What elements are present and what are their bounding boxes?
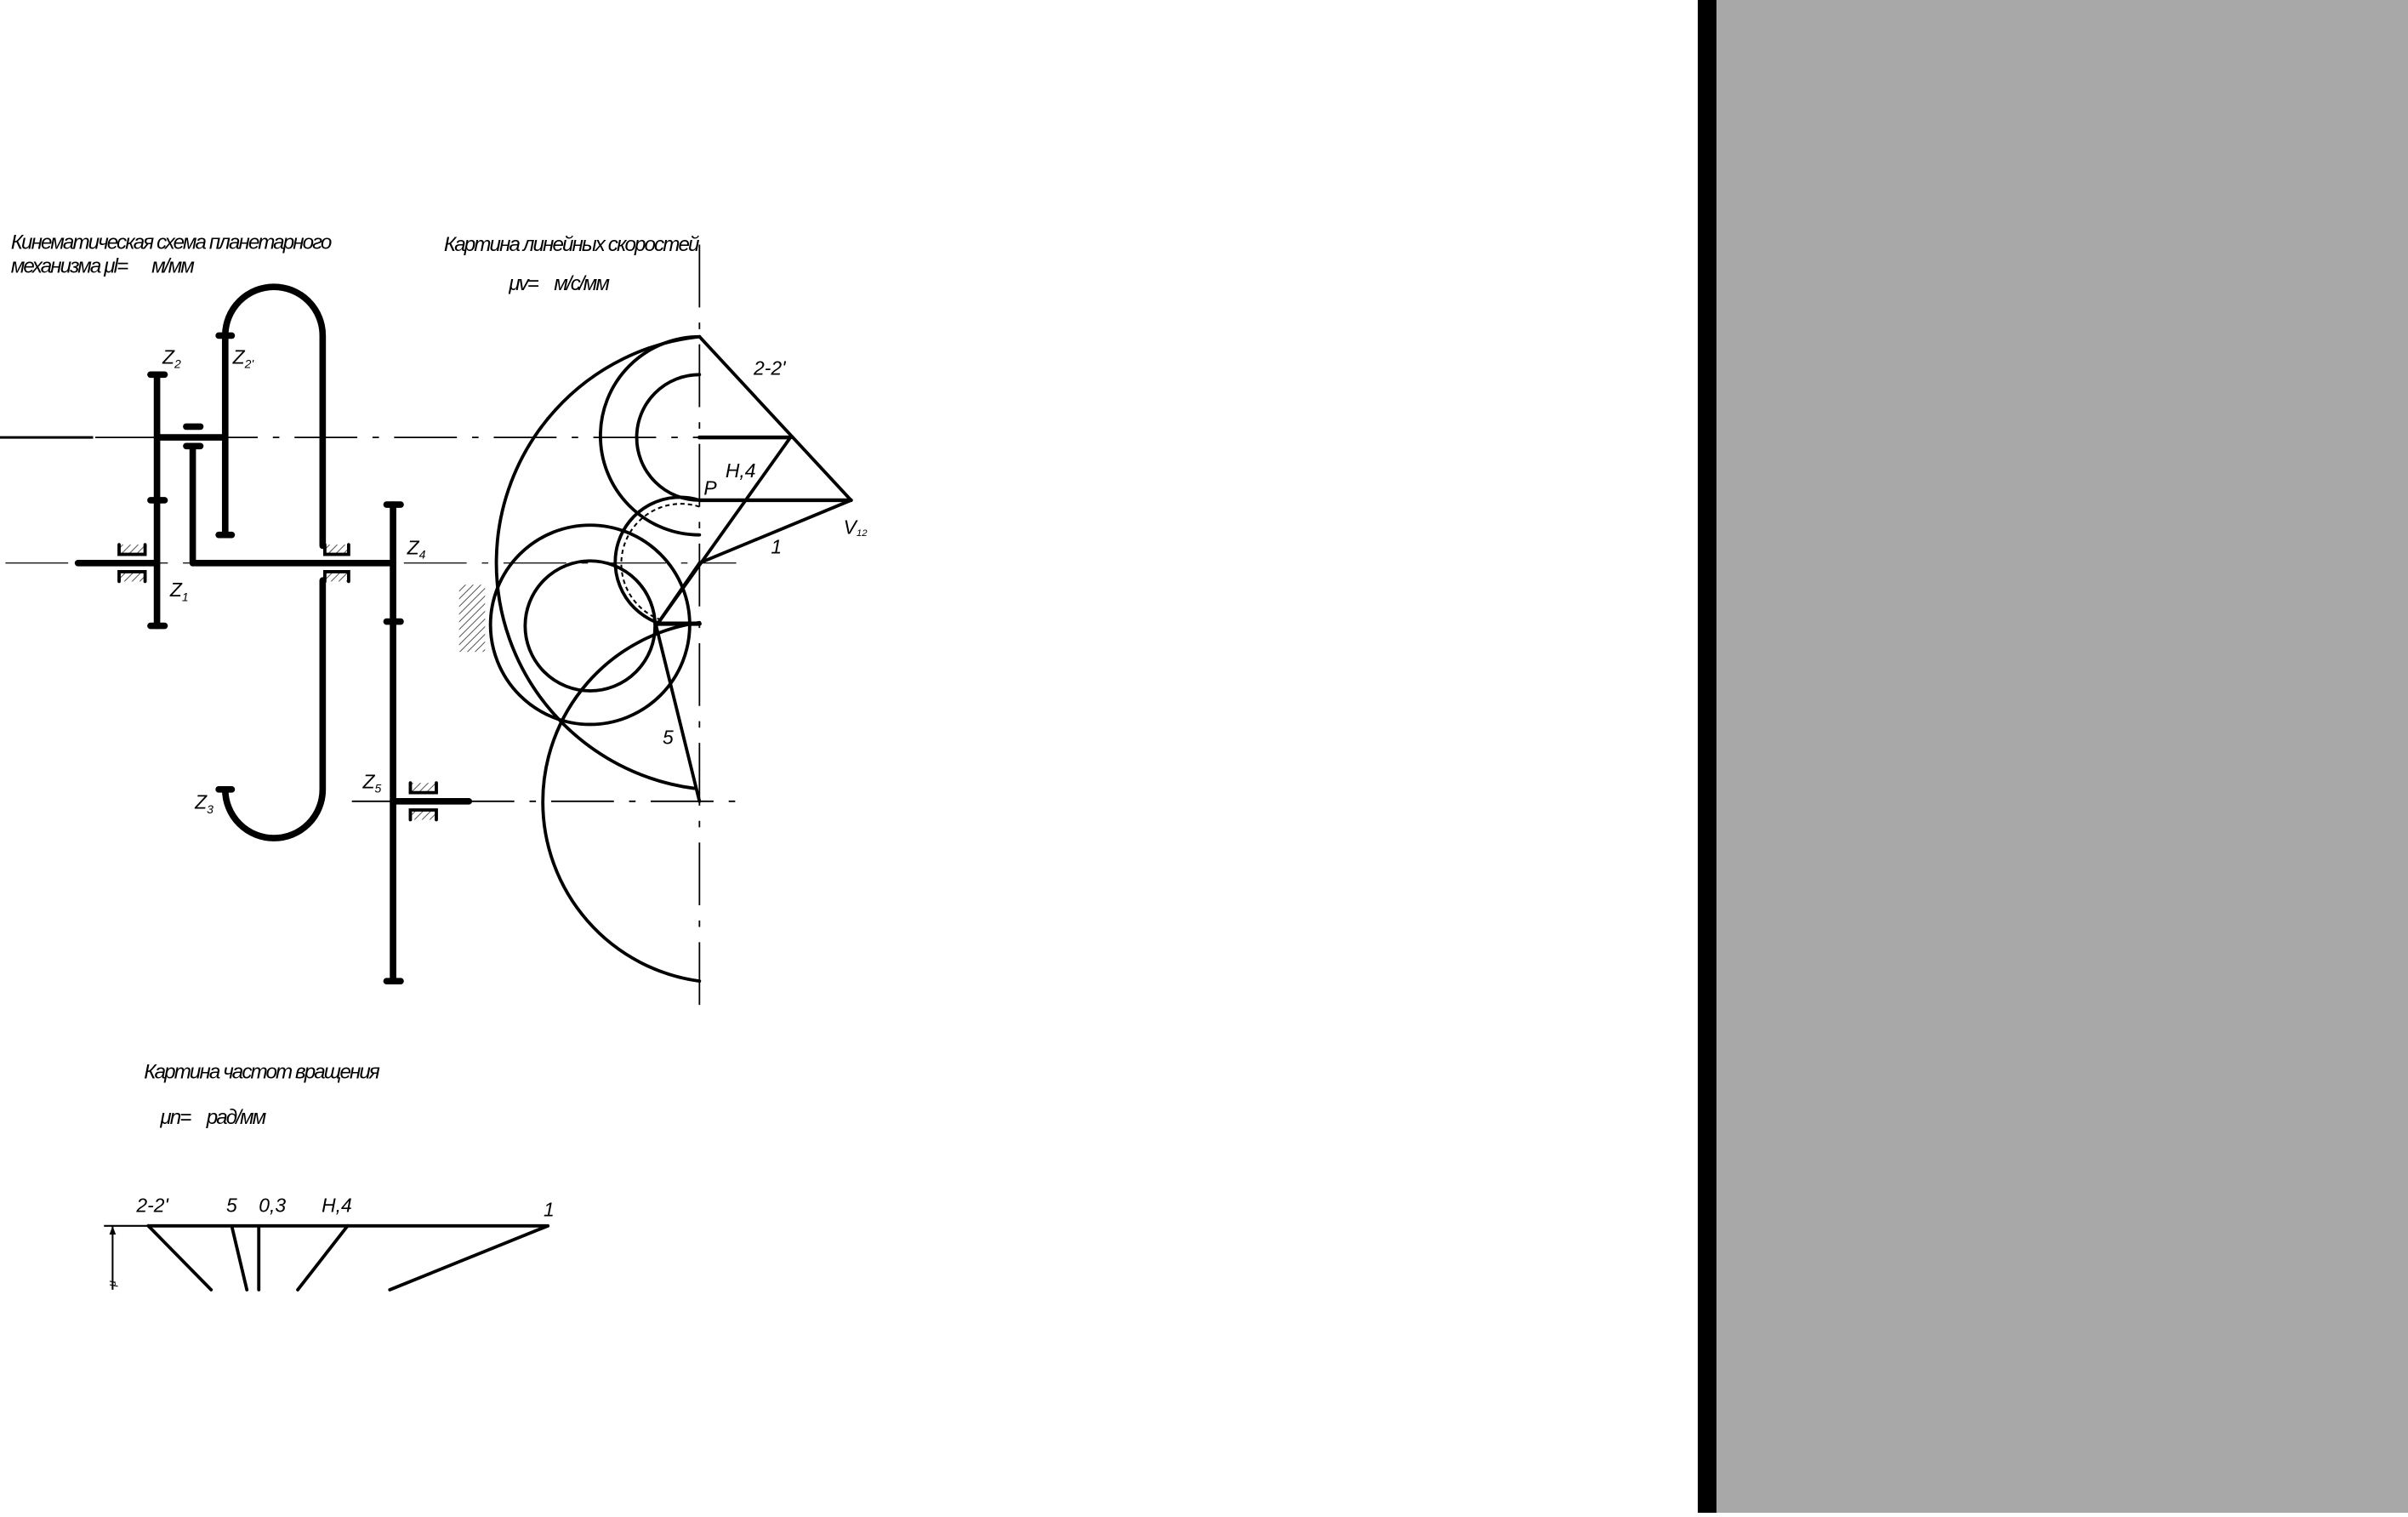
- drawing-sheet: Кинематическая схема планетарного механи…: [0, 231, 868, 1292]
- label-f-h4: H,4: [322, 1194, 352, 1216]
- engineering-drawing: Кинематическая схема планетарного механи…: [0, 231, 868, 1292]
- label-f-22: 2-2': [135, 1194, 169, 1216]
- label-f-mu: μ: [105, 1280, 118, 1287]
- bearing-right: [408, 781, 438, 822]
- label-f-1: 1: [544, 1198, 555, 1220]
- center-lines: [0, 244, 737, 1019]
- label-v-p: P: [703, 477, 717, 499]
- gear-circle-inner: [523, 559, 658, 693]
- bearing-middle: [322, 543, 350, 584]
- label-z2-prime: Z2': [232, 346, 255, 371]
- label-z2: Z2: [162, 346, 181, 371]
- side-panel: [1716, 0, 2408, 1513]
- label-z4: Z4: [407, 537, 426, 562]
- label-f-03: 0,3: [259, 1194, 286, 1216]
- kinematic-scheme: Z2 Z2' Z1 Z4 Z5 Z3: [74, 283, 473, 984]
- label-z5: Z5: [361, 771, 381, 796]
- panel-divider: [1698, 0, 1716, 1513]
- label-v12: V12: [844, 516, 868, 539]
- bearing-left: [117, 543, 147, 584]
- label-v-22: 2-2': [753, 356, 787, 379]
- label-z1: Z1: [169, 579, 189, 603]
- frequency-title: Картина частот вращения: [144, 1061, 380, 1084]
- frequency-scale: μn= рад/мм: [159, 1106, 266, 1129]
- label-f-5: 5: [226, 1194, 237, 1216]
- label-v-5: 5: [663, 726, 674, 748]
- label-v-1: 1: [771, 535, 782, 557]
- velocity-scale: μv= м/с/мм: [508, 272, 610, 295]
- kinematic-title-line1: Кинематическая схема планетарного: [11, 231, 332, 254]
- label-z3: Z3: [194, 791, 213, 816]
- velocity-title: Картина линейных скоростей: [444, 233, 699, 256]
- kinematic-title-line2: механизма μl= м/мм: [11, 255, 196, 278]
- label-v-h4: H,4: [726, 459, 756, 482]
- frequency-diagram: 2-2' 5 0,3 H,4 1 μ: [104, 1194, 555, 1292]
- velocity-diagram: 2-2' H,4 P V12 1 5: [458, 334, 868, 984]
